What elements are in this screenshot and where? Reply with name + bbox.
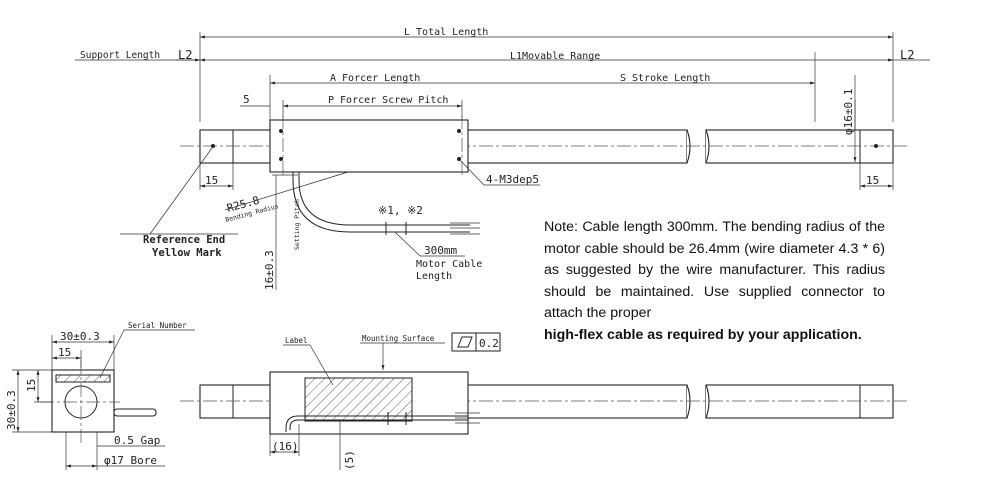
- notes-marks-label: ※1, ※2: [378, 204, 423, 217]
- label-text: Label: [285, 336, 308, 345]
- movable-range-label: L1Movable Range: [510, 51, 600, 62]
- serial-number-label: Serial Number: [128, 321, 187, 330]
- setting-pitch-text: Setting Pitch: [293, 199, 301, 250]
- bore-label: φ17 Bore: [104, 454, 157, 467]
- side-view: Label Mounting Surface 0.2 (16) (5): [180, 332, 910, 470]
- motor-cable-line1: Motor Cable: [416, 259, 482, 270]
- forcer-length-label: A Forcer Length: [330, 73, 420, 84]
- dim-15-right-label: 15: [866, 174, 879, 187]
- note-bold-text: high-flex cable as required by your appl…: [544, 326, 862, 343]
- motor-cable-line2: Length: [416, 271, 452, 282]
- screw-pitch-label: P Forcer Screw Pitch: [328, 95, 448, 106]
- flatness-value: 0.2: [479, 337, 499, 350]
- dim-5-paren-label: (5): [343, 450, 356, 470]
- note-text: Note: Cable length 300mm. The bending ra…: [544, 219, 885, 321]
- gap-label: 0.5 Gap: [114, 434, 160, 447]
- dim-5-label: 5: [243, 93, 250, 106]
- dim-15-left-label: 15: [205, 174, 218, 187]
- width-30-label: 30±0.3: [60, 330, 100, 343]
- setting-pitch-label: 16±0.3: [263, 250, 276, 290]
- cable-length-label: 300mm: [424, 244, 457, 257]
- reference-end-label: Reference End: [143, 234, 225, 246]
- motor-cable-label: Motor Cable Length: [416, 259, 488, 282]
- stroke-length-label: S Stroke Length: [620, 73, 710, 84]
- height-30-label: 30±0.3: [5, 390, 18, 430]
- top-view: L Total Length Support Length L2 L1Movab…: [75, 27, 930, 290]
- dim-15-top-label: 15: [58, 346, 71, 359]
- cable-note: Note: Cable length 300mm. The bending ra…: [544, 217, 885, 346]
- l2-left-label: L2: [178, 48, 192, 62]
- mounting-surface-label: Mounting Surface: [362, 334, 435, 343]
- screw-spec-label: 4-M3dep5: [486, 173, 539, 186]
- dim-15-side-label: 15: [25, 379, 38, 392]
- end-view: 30±0.3 15 30±0.3 15 Serial Number 0.5 Ga…: [5, 321, 195, 470]
- total-length-label: L Total Length: [404, 27, 488, 38]
- support-length-label: Support Length: [80, 50, 160, 61]
- flatness-icon: [457, 336, 473, 348]
- diameter-label: φ16±0.1: [842, 89, 855, 135]
- l2-right-label: L2: [900, 48, 914, 62]
- yellow-mark-label: Yellow Mark: [152, 247, 222, 259]
- dim-16-label: (16): [272, 440, 299, 453]
